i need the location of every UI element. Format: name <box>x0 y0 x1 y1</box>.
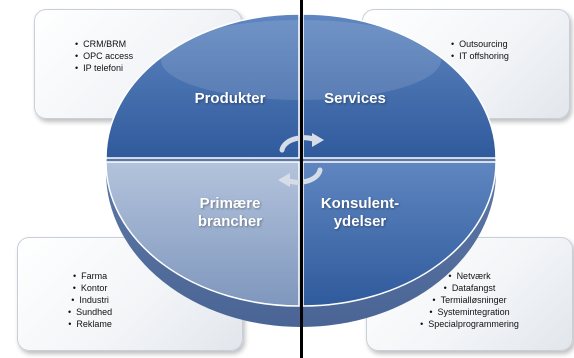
quadrant-services <box>302 13 497 159</box>
list-item: CRM/BRM <box>75 38 133 50</box>
list-item: Reklame <box>68 318 112 330</box>
services-list: Outsourcing IT offshoring <box>451 38 509 62</box>
list-item: Kontor <box>68 282 112 294</box>
primaere-label-line1: Primære <box>199 195 261 212</box>
list-item: OPC access <box>75 50 133 62</box>
list-item: Systemintegration <box>367 306 572 318</box>
primaere-list: Farma Kontor Industri Sundhed Reklame <box>68 270 112 330</box>
konsulent-label-line1: Konsulent- <box>320 195 400 212</box>
list-item: IP telefoni <box>75 62 133 74</box>
konsulent-label: Konsulent- ydelser <box>290 195 430 231</box>
list-item: Termialløsninger <box>367 294 572 306</box>
produkter-list: CRM/BRM OPC access IP telefoni <box>75 38 133 74</box>
vertical-divider <box>300 0 303 358</box>
produkter-label: Produkter <box>194 90 266 107</box>
quadrant-produkter <box>105 13 300 159</box>
cycle-arrows-icon <box>279 135 323 185</box>
quadrant-konsulent <box>302 161 497 307</box>
primaere-label-line2: brancher <box>197 213 263 230</box>
cycle-arrowheads-icon <box>278 133 324 187</box>
services-label: Services <box>324 90 386 107</box>
list-item: Industri <box>68 294 112 306</box>
list-item: Farma <box>68 270 112 282</box>
list-item: Sundhed <box>68 306 112 318</box>
list-item: Outsourcing <box>451 38 509 50</box>
konsulent-label-line2: ydelser <box>333 213 387 230</box>
quadrant-primaere <box>105 161 300 307</box>
konsulent-list: Netværk Datafangst Termialløsninger Syst… <box>367 270 572 330</box>
list-item: IT offshoring <box>451 50 509 62</box>
list-item: Specialprogrammering <box>367 318 572 330</box>
primaere-label: Primære brancher <box>150 195 310 231</box>
list-item: Netværk <box>367 270 572 282</box>
list-item: Datafangst <box>367 282 572 294</box>
